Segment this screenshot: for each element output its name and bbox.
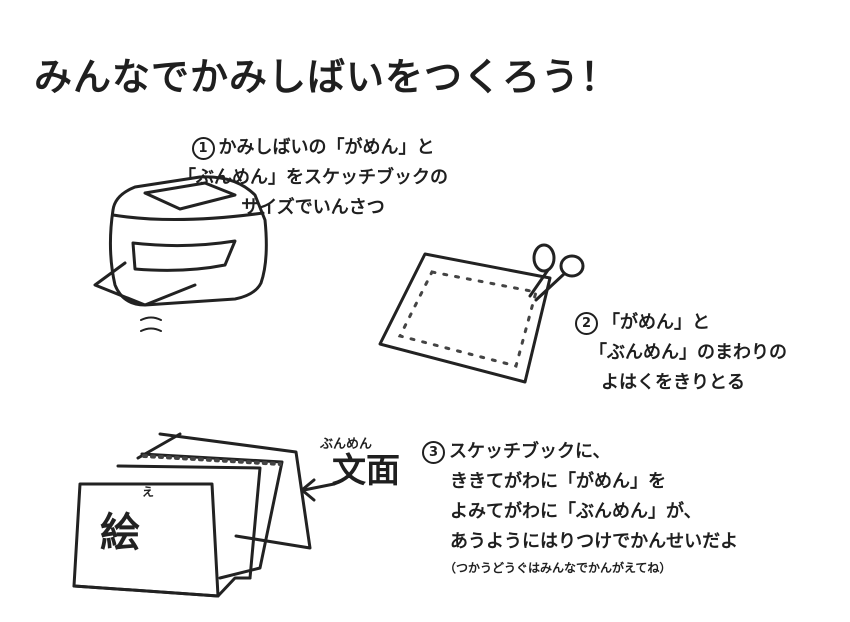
step-3-line-2: ききてがわに「がめん」を: [450, 471, 666, 492]
bunmen-ruby: ぶんめん: [320, 437, 373, 452]
sketchbook-kamishibai-icon: え 絵: [72, 432, 312, 598]
step-2: 2「がめん」と 「ぶんめん」のまわりの よはくをきりとる: [575, 308, 787, 398]
printer-icon: [93, 175, 268, 332]
step-3-note: （つかうどうぐはみんなでかんがえてね）: [444, 561, 672, 575]
scissors-icon: [528, 243, 585, 302]
step-1-line-2: 「ぶんめん」をスケッチブックの: [178, 167, 448, 188]
step-2-line-2: 「ぶんめん」のまわりの: [589, 342, 787, 363]
arrow-left-icon: [300, 478, 336, 502]
cut-paper-icon: [378, 252, 552, 384]
step-1-line-3: サイズでいんさつ: [241, 197, 385, 218]
bunmen-label: ぶんめん 文面: [320, 433, 400, 490]
step-3-number: 3: [422, 441, 445, 464]
step-2-line-3: よはくをきりとる: [601, 372, 745, 393]
step-3-line-4: あうようにはりつけでかんせいだよ: [450, 531, 739, 552]
page-title: みんなでかみしばいをつくろう！: [34, 55, 620, 99]
e-ruby: え: [142, 485, 154, 499]
e-text: 絵: [100, 510, 140, 556]
step-3-line-3: よみてがわに「ぶんめん」が、: [450, 501, 702, 522]
bunmen-text: 文面: [332, 451, 400, 491]
step-1-number: 1: [191, 137, 215, 160]
step-2-number: 2: [575, 312, 598, 335]
step-2-line-1: 2「がめん」と: [575, 308, 787, 338]
